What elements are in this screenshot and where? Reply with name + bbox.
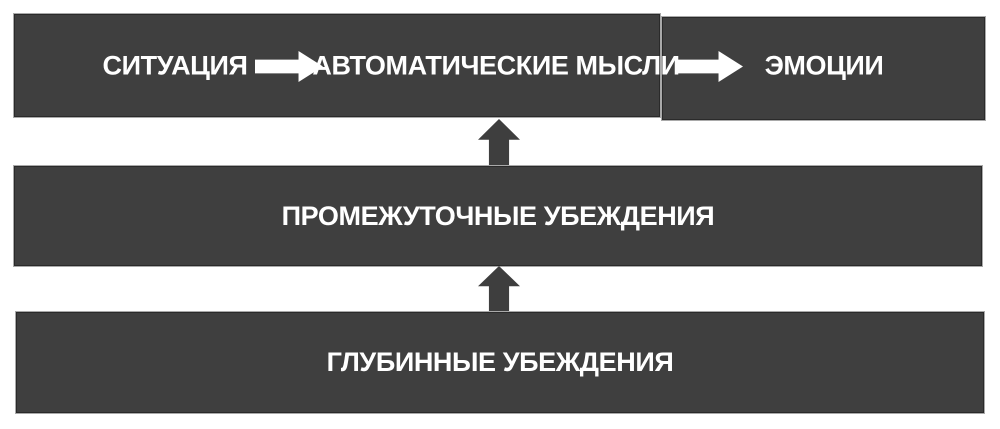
up-arrow-icon: [478, 119, 520, 165]
core-beliefs-bar: ГЛУБИННЫЕ УБЕЖДЕНИЯ: [15, 311, 985, 414]
automatic-thoughts-label: АВТОМАТИЧЕСКИЕ МЫСЛИ: [312, 50, 680, 81]
situation-label: СИТУАЦИЯ: [102, 50, 248, 81]
intermediate-beliefs-bar: ПРОМЕЖУТОЧНЫЕ УБЕЖДЕНИЯ: [13, 165, 983, 267]
intermediate-beliefs-label: ПРОМЕЖУТОЧНЫЕ УБЕЖДЕНИЯ: [281, 200, 715, 231]
up-arrow-icon: [478, 266, 520, 311]
top-bar-left-segment: [13, 13, 661, 118]
core-beliefs-label: ГЛУБИННЫЕ УБЕЖДЕНИЯ: [326, 347, 674, 377]
emotions-label: ЭМОЦИИ: [764, 50, 884, 81]
